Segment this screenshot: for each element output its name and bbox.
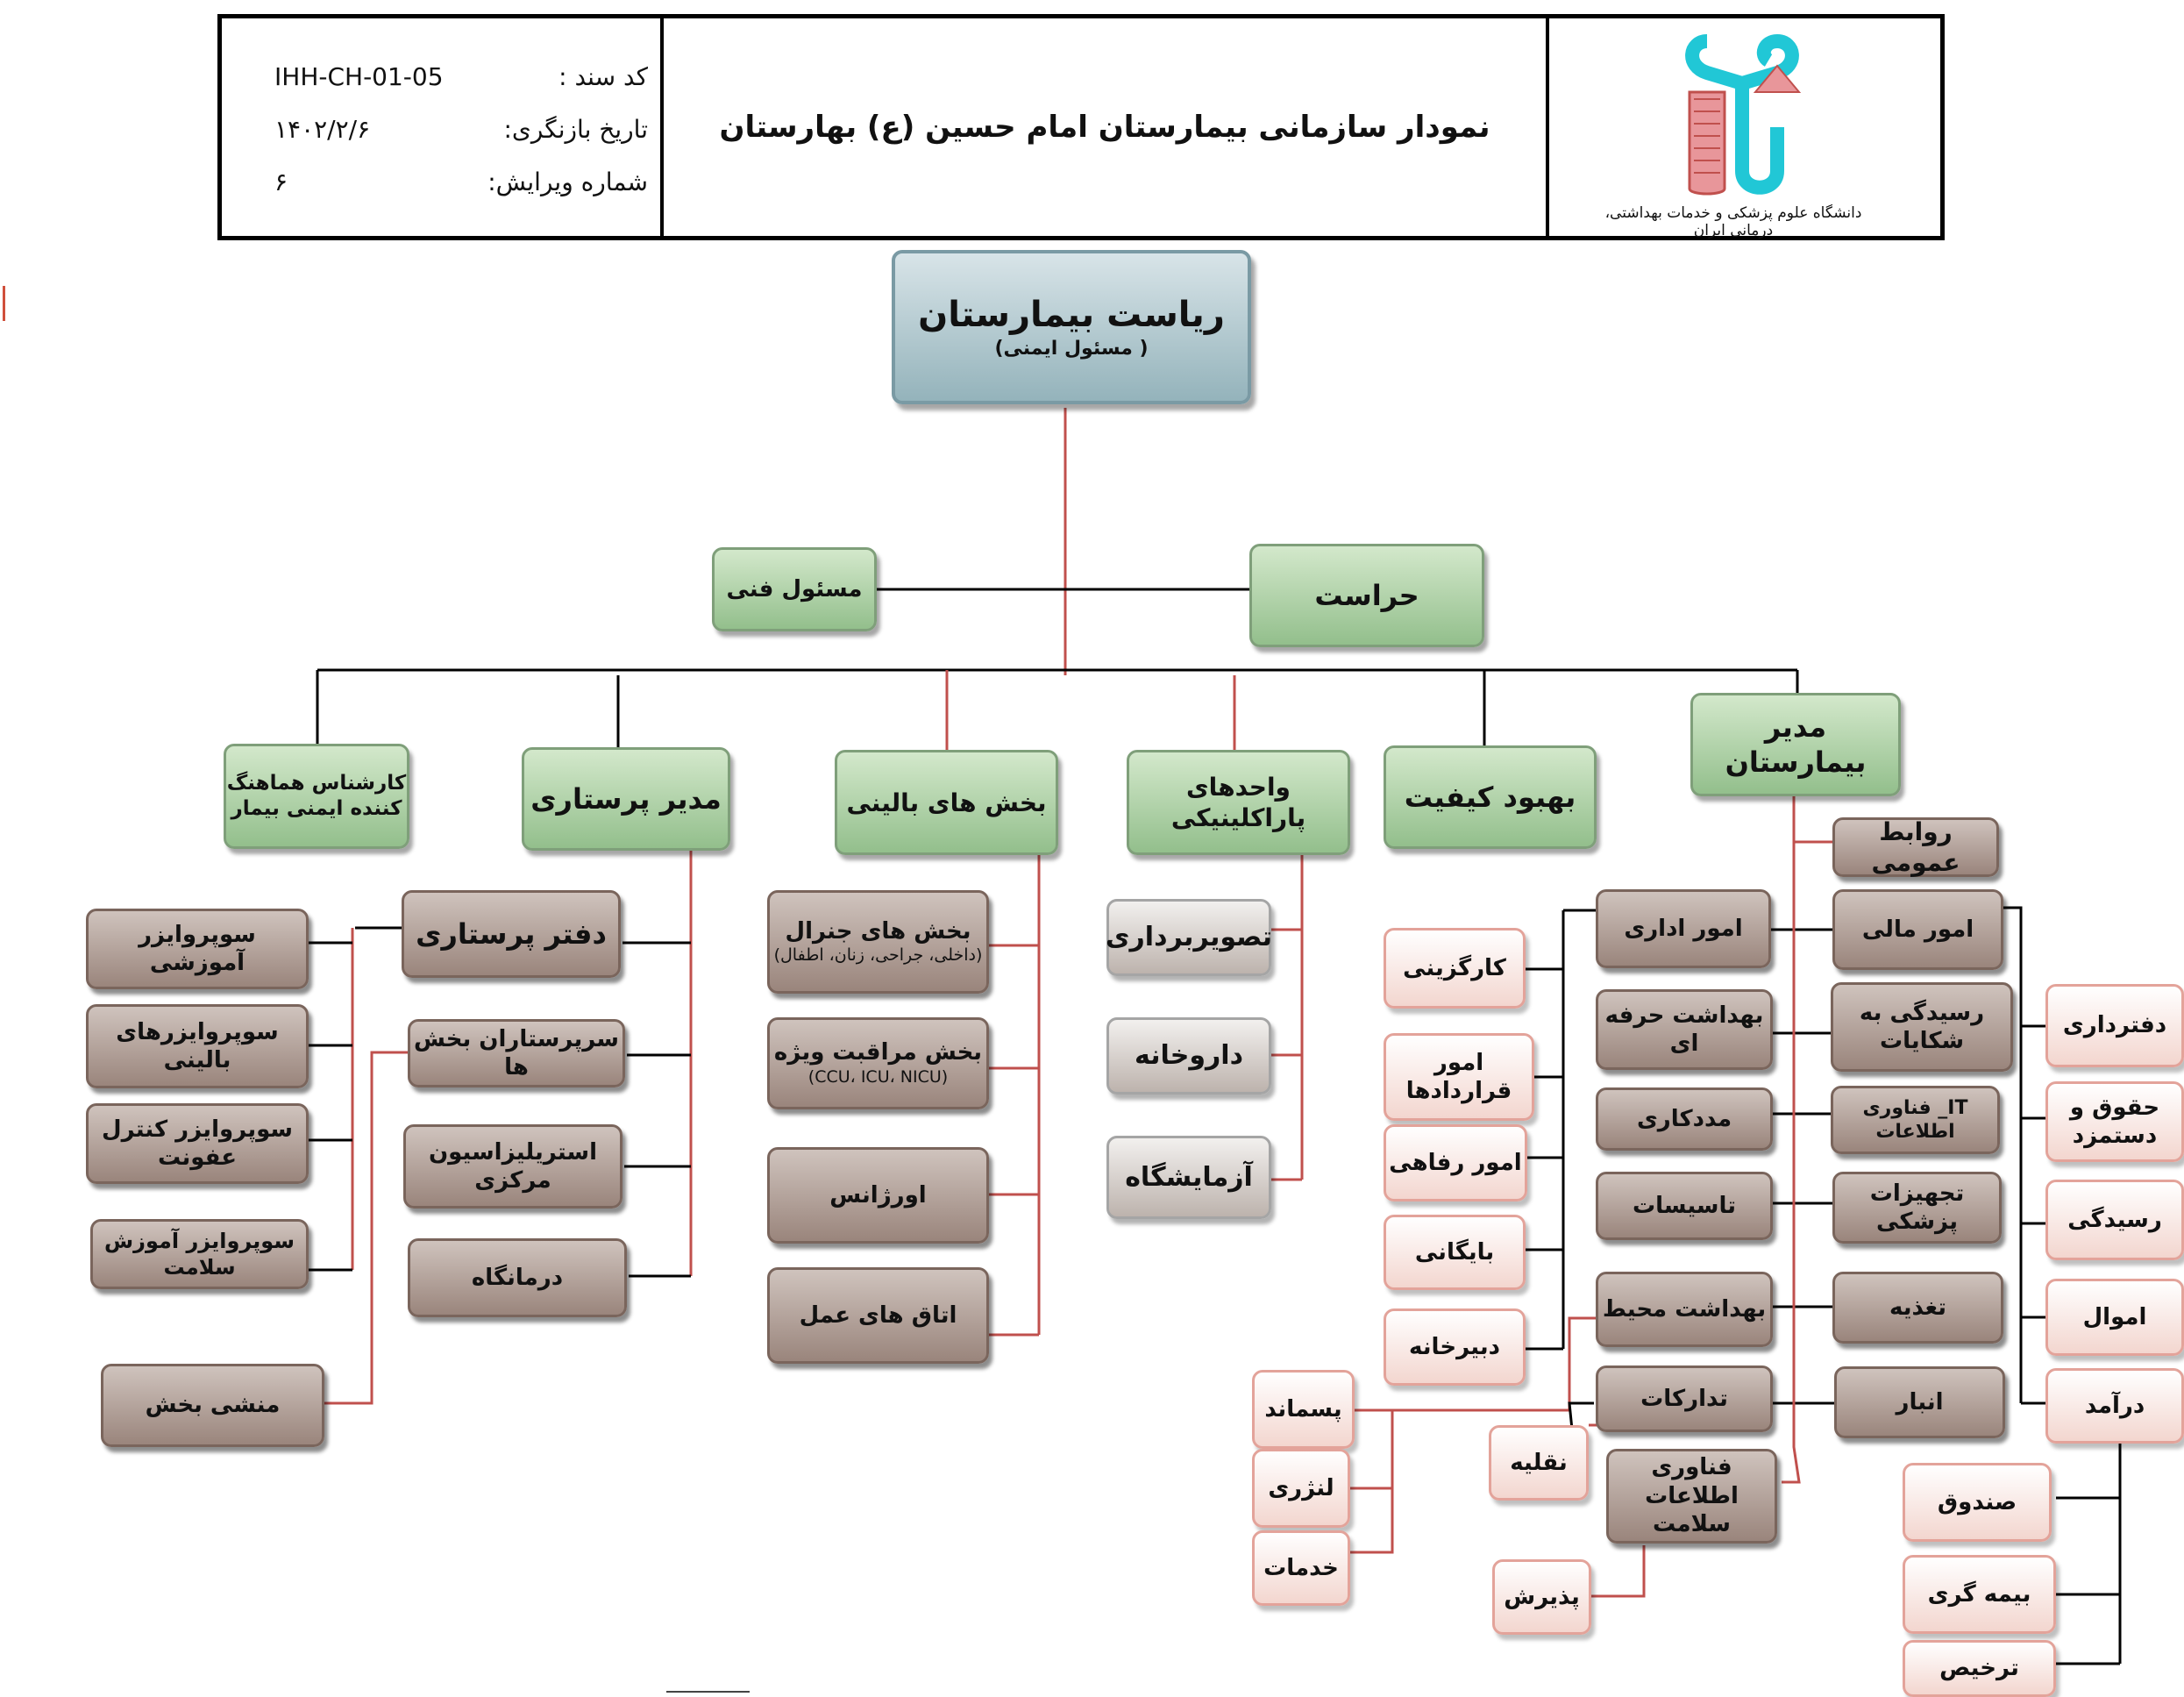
node-it: IT_ فناوری اطلاعات (1831, 1086, 2000, 1154)
document-meta: کد سند : IHH-CH-01-05 تاریخ بازنگری: ۱۴۰… (222, 18, 660, 236)
node-pharmacy: داروخانه (1106, 1017, 1271, 1094)
node-transport: نقلیه (1489, 1425, 1589, 1501)
edition-label: شماره ویرایش: (487, 168, 648, 196)
edition-row: شماره ویرایش: ۶ (222, 160, 660, 210)
node-supervisor-education: سوپروایزر آموزشی (86, 909, 309, 989)
node-general-wards-subtitle: (داخلی، جراحی، زنان، اطفال) (773, 945, 983, 966)
node-administrative: امور اداری (1596, 889, 1771, 968)
node-president-subtitle: ( مسئول ایمنی) (994, 338, 1149, 360)
node-general-wards: بخش های جنرال (داخلی، جراحی، زنان، اطفال… (767, 890, 989, 994)
node-secretariat: دبیرخانه (1384, 1308, 1526, 1386)
node-supervisor-infection: سوپروایزر کنترل عفونت (86, 1103, 309, 1184)
node-central-sterilization: استریلیزاسیون مرکزی (403, 1124, 622, 1209)
logo-caption: دانشگاه علوم پزشکی و خدمات بهداشتی، درما… (1604, 204, 1862, 239)
logo-cell: دانشگاه علوم پزشکی و خدمات بهداشتی، درما… (1546, 18, 1940, 239)
node-technical-officer: مسئول فنی (712, 547, 877, 631)
node-nursing-manager: مدیر پرستاری (522, 747, 730, 851)
doc-code-row: کد سند : IHH-CH-01-05 (222, 55, 660, 104)
node-laboratory: آزمایشگاه (1106, 1136, 1271, 1219)
node-icu-wards: بخش مراقبت ویژه (CCU، ICU، NICU) (767, 1017, 989, 1109)
node-nutrition: تغذیه (1832, 1272, 2003, 1344)
bottom-rule (666, 1691, 750, 1693)
node-services: خدمات (1252, 1530, 1350, 1606)
node-social-work: مددکاری (1596, 1087, 1773, 1151)
node-laundry: لنژری (1252, 1449, 1350, 1528)
node-facilities: تاسیسات (1596, 1172, 1773, 1240)
node-cashier: صندوق (1903, 1463, 2052, 1542)
node-ward-secretary: منشی بخش (101, 1364, 324, 1447)
node-occupational-health: بهداشت حرفه ای (1596, 989, 1773, 1070)
node-clinic: درمانگاه (408, 1238, 627, 1317)
node-paraclinical: واحدهای پاراکلینیکی (1127, 750, 1350, 855)
node-icu-wards-subtitle: (CCU، ICU، NICU) (807, 1066, 949, 1087)
review-date-label: تاریخ بازنگری: (503, 115, 648, 144)
node-public-relations: روابط عمومی (1832, 817, 1999, 877)
node-archive: بایگانی (1384, 1215, 1526, 1290)
node-nursing-office: دفتر پرستاری (402, 890, 621, 978)
node-head-nurses: سرپرستاران بخش ها (408, 1019, 625, 1087)
node-imaging: تصویربرداری (1106, 899, 1272, 976)
node-support: تدارکات (1596, 1365, 1773, 1432)
node-bookkeeping: دفترداری (2045, 984, 2184, 1067)
document-header: دانشگاه علوم پزشکی و خدمات بهداشتی، درما… (217, 14, 1945, 240)
margin-mark (3, 286, 5, 321)
node-auditing: رسیدگی (2045, 1180, 2184, 1260)
node-security: حراست (1249, 544, 1484, 647)
node-welfare: امور رفاهی (1384, 1124, 1527, 1201)
node-icu-wards-title: بخش مراقبت ویژه (773, 1039, 983, 1066)
document-title: نمودار سازمانی بیمارستان امام حسین (ع) ب… (660, 18, 1546, 236)
node-complaints: رسیدگی به شکایات (1831, 982, 2013, 1072)
node-revenue: درآمد (2045, 1368, 2184, 1444)
node-quality: بهبود کیفیت (1384, 745, 1597, 849)
review-date-row: تاریخ بازنگری: ۱۴۰۲/۲/۶ (222, 108, 660, 157)
node-supervisor-health-edu: سوپروایزر آموزش سلامت (90, 1219, 309, 1289)
node-discharge: ترخیص (1903, 1640, 2056, 1697)
node-assets: اموال (2045, 1279, 2184, 1356)
university-emblem-icon (1685, 33, 1802, 196)
node-environmental-health: بهداشت محیط (1596, 1272, 1773, 1347)
doc-code-label: کد سند : (558, 62, 648, 91)
node-operating-rooms: اتاق های عمل (767, 1267, 989, 1364)
node-patient-safety-coord: کارشناس هماهنگ کننده ایمنی بیمار (224, 744, 409, 849)
review-date-value: ۱۴۰۲/۲/۶ (274, 115, 371, 144)
node-health-it: فناوری اطلاعات سلامت (1606, 1449, 1777, 1544)
node-financial: امور مالی (1832, 889, 2003, 970)
node-contracts: امور قراردادها (1384, 1033, 1534, 1121)
node-president-title: ریاست بیمارستان (918, 295, 1225, 336)
node-admission: پذیرش (1492, 1559, 1591, 1635)
node-medical-equipment: تجهیزات پزشکی (1832, 1172, 2002, 1244)
node-warehouse: انبار (1834, 1366, 2005, 1438)
node-waste: پسماند (1252, 1370, 1355, 1449)
doc-code-value: IHH-CH-01-05 (274, 62, 444, 91)
node-recruitment: کارگزینی (1384, 928, 1526, 1009)
edition-value: ۶ (274, 168, 288, 196)
node-general-wards-title: بخش های جنرال (785, 917, 971, 945)
node-emergency: اورژانس (767, 1147, 989, 1244)
node-wages: حقوق و دستمزد (2045, 1081, 2184, 1162)
node-insurance: بیمه گری (1903, 1555, 2056, 1634)
node-president: ریاست بیمارستان ( مسئول ایمنی) (892, 250, 1251, 404)
node-hospital-manager: مدیر بیمارستان (1690, 693, 1901, 796)
node-clinical-wards: بخش های بالینی (835, 750, 1058, 855)
node-supervisor-clinical: سوپروایزرهای بالینی (86, 1004, 309, 1088)
